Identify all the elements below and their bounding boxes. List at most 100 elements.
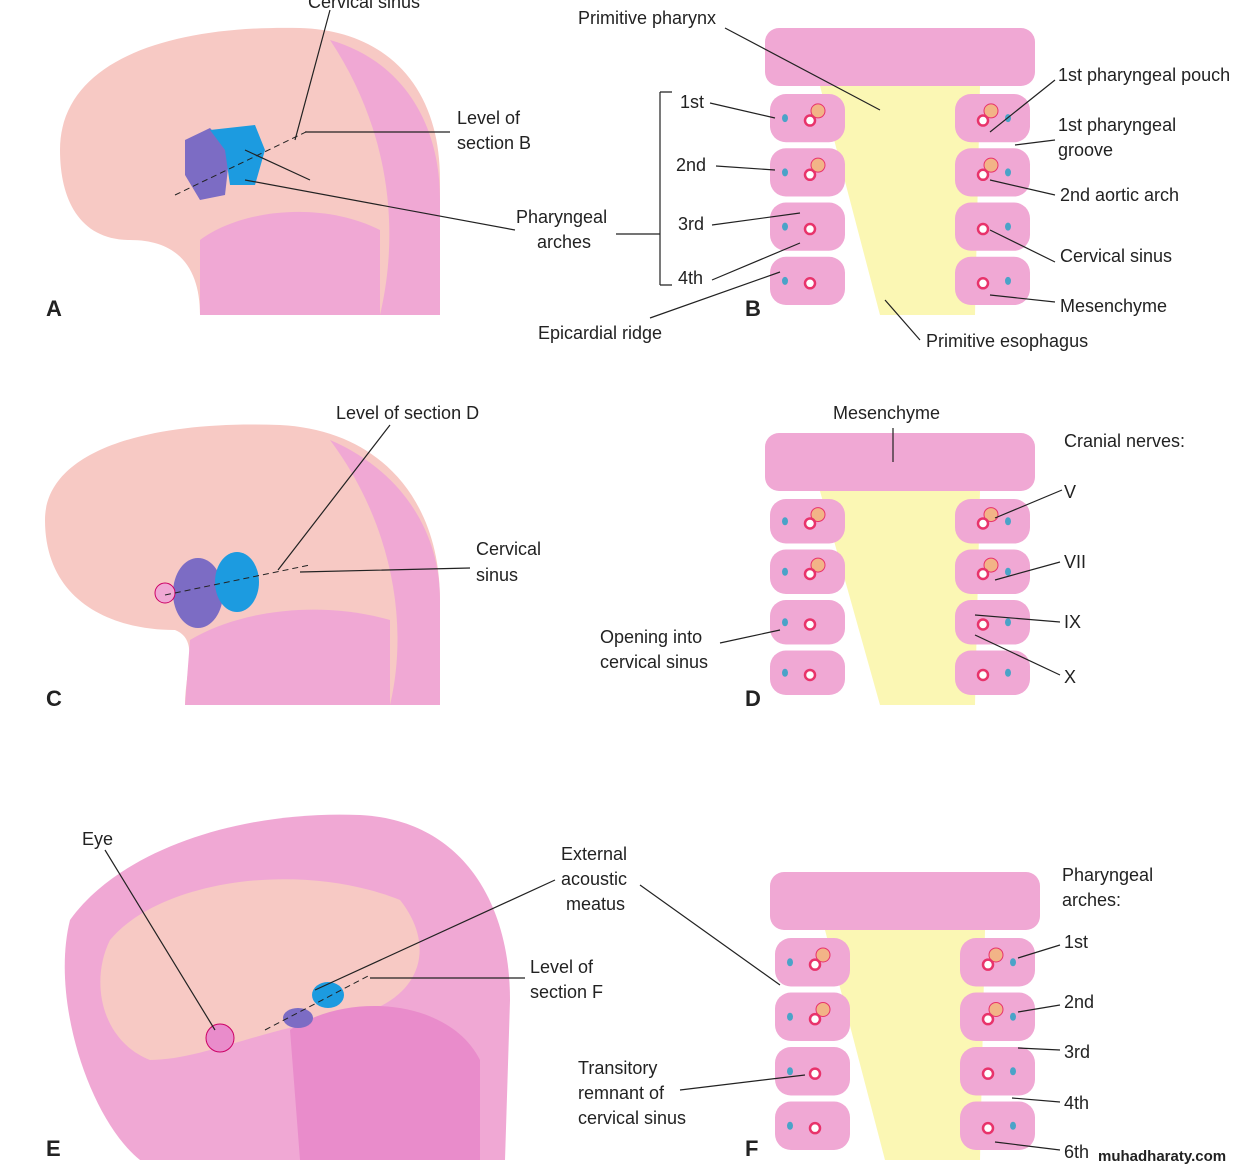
label-remnant-1: Transitory bbox=[578, 1058, 657, 1078]
cranial-nerve bbox=[1005, 668, 1011, 677]
aortic-arch bbox=[981, 1121, 995, 1135]
label-cranial-nerves: Cranial nerves: bbox=[1064, 431, 1185, 451]
label-f-2nd: 2nd bbox=[1064, 992, 1094, 1012]
label-f-3rd: 3rd bbox=[1064, 1042, 1090, 1062]
cartilage bbox=[988, 1001, 1004, 1017]
cartilage bbox=[810, 507, 826, 523]
cranial-nerve bbox=[1005, 618, 1011, 627]
label-cervical-sinus-a: Cervical sinus bbox=[308, 0, 420, 12]
label-arches-f-1: Pharyngeal bbox=[1062, 865, 1153, 885]
aortic-arch bbox=[976, 517, 990, 530]
section-d bbox=[765, 433, 1035, 705]
cartilage bbox=[815, 1001, 831, 1017]
panel-letter-f: F bbox=[745, 1136, 758, 1161]
aortic-arch bbox=[808, 1067, 822, 1080]
section-f bbox=[770, 872, 1040, 1160]
cranial-nerve bbox=[787, 958, 793, 967]
aortic-arch bbox=[803, 618, 817, 631]
cranial-nerve bbox=[787, 1067, 793, 1076]
aortic-arch bbox=[976, 168, 990, 182]
label-meatus-3: meatus bbox=[566, 894, 625, 914]
pharyngeal-arch bbox=[955, 650, 1030, 695]
aortic-arch bbox=[976, 668, 990, 682]
aortic-arch bbox=[981, 1012, 995, 1026]
cranial-nerve bbox=[782, 517, 788, 526]
label-arch-2nd: 2nd bbox=[676, 155, 706, 175]
cranial-nerve bbox=[1005, 517, 1011, 526]
embryo-c bbox=[45, 424, 440, 705]
watermark: muhadharaty.com bbox=[1098, 1148, 1226, 1165]
cranial-nerve bbox=[1010, 958, 1016, 967]
cranial-nerve bbox=[782, 668, 788, 677]
label-level-f-1: Level of bbox=[530, 957, 594, 977]
panel-letter-c: C bbox=[46, 686, 62, 711]
pharyngeal-arch bbox=[960, 1101, 1035, 1150]
aortic-arch bbox=[803, 277, 817, 290]
cartilage bbox=[983, 157, 999, 173]
label-groove-1: 1st pharyngeal bbox=[1058, 115, 1176, 135]
label-nerve-x: X bbox=[1064, 667, 1076, 687]
pharynx-lumen bbox=[820, 86, 980, 315]
label-mesenchyme-b: Mesenchyme bbox=[1060, 296, 1167, 316]
aortic-arch bbox=[976, 618, 990, 631]
cranial-nerve bbox=[1005, 276, 1011, 285]
label-remnant-2: remnant of bbox=[578, 1083, 665, 1103]
section-b bbox=[765, 28, 1035, 315]
cartilage bbox=[983, 557, 999, 573]
mesenchyme-band bbox=[770, 872, 1040, 930]
label-f-6th: 6th bbox=[1064, 1142, 1089, 1162]
label-opening-2: cervical sinus bbox=[600, 652, 708, 672]
cranial-nerve bbox=[782, 567, 788, 576]
pharyngeal-arch bbox=[955, 202, 1030, 251]
label-primitive-esophagus: Primitive esophagus bbox=[926, 331, 1088, 351]
cartilage bbox=[810, 103, 826, 119]
cartilage bbox=[810, 557, 826, 573]
cranial-nerve bbox=[1010, 1012, 1016, 1021]
aortic-arch bbox=[808, 958, 822, 971]
cranial-nerve bbox=[1005, 222, 1011, 231]
cranial-nerve bbox=[787, 1121, 793, 1130]
aortic-arch bbox=[976, 277, 990, 290]
cranial-nerve bbox=[787, 1012, 793, 1021]
label-pharyngeal-pouch: 1st pharyngeal pouch bbox=[1058, 65, 1230, 85]
cranial-nerve bbox=[1005, 168, 1011, 177]
aortic-arch bbox=[803, 168, 817, 182]
label-nerve-v: V bbox=[1064, 482, 1076, 502]
label-nerve-ix: IX bbox=[1064, 612, 1081, 632]
pharynx-lumen bbox=[825, 930, 985, 1160]
aortic-arch bbox=[976, 222, 990, 236]
cartilage bbox=[815, 947, 831, 963]
label-sinus-c-2: sinus bbox=[476, 565, 518, 585]
cartilage bbox=[983, 103, 999, 119]
cranial-nerve bbox=[1010, 1067, 1016, 1076]
embryo-a bbox=[60, 27, 440, 315]
aortic-arch bbox=[976, 567, 990, 581]
label-arch-3rd: 3rd bbox=[678, 214, 704, 234]
label-arch-1st: 1st bbox=[680, 92, 704, 112]
cranial-nerve bbox=[782, 276, 788, 285]
mesenchyme-band bbox=[765, 28, 1035, 86]
label-arches-a-1: Pharyngeal bbox=[516, 207, 607, 227]
panel-letter-e: E bbox=[46, 1136, 61, 1161]
label-meatus-2: acoustic bbox=[561, 869, 627, 889]
label-meatus-1: External bbox=[561, 844, 627, 864]
panel-letter-d: D bbox=[745, 686, 761, 711]
cartilage bbox=[988, 947, 1004, 963]
label-arch-4th: 4th bbox=[678, 268, 703, 288]
label-primitive-pharynx: Primitive pharynx bbox=[578, 8, 716, 28]
label-f-1st: 1st bbox=[1064, 932, 1088, 952]
aortic-arch bbox=[803, 668, 817, 682]
label-level-f-2: section F bbox=[530, 982, 603, 1002]
aortic-arch bbox=[808, 1121, 822, 1135]
label-level-d: Level of section D bbox=[336, 403, 479, 423]
cranial-nerve bbox=[782, 168, 788, 177]
aortic-arch bbox=[981, 958, 995, 971]
mesenchyme-band bbox=[765, 433, 1035, 491]
label-f-4th: 4th bbox=[1064, 1093, 1089, 1113]
cranial-nerve bbox=[782, 222, 788, 231]
label-groove-2: groove bbox=[1058, 140, 1113, 160]
label-remnant-3: cervical sinus bbox=[578, 1108, 686, 1128]
embryo-e bbox=[64, 814, 510, 1160]
aortic-arch bbox=[803, 517, 817, 530]
